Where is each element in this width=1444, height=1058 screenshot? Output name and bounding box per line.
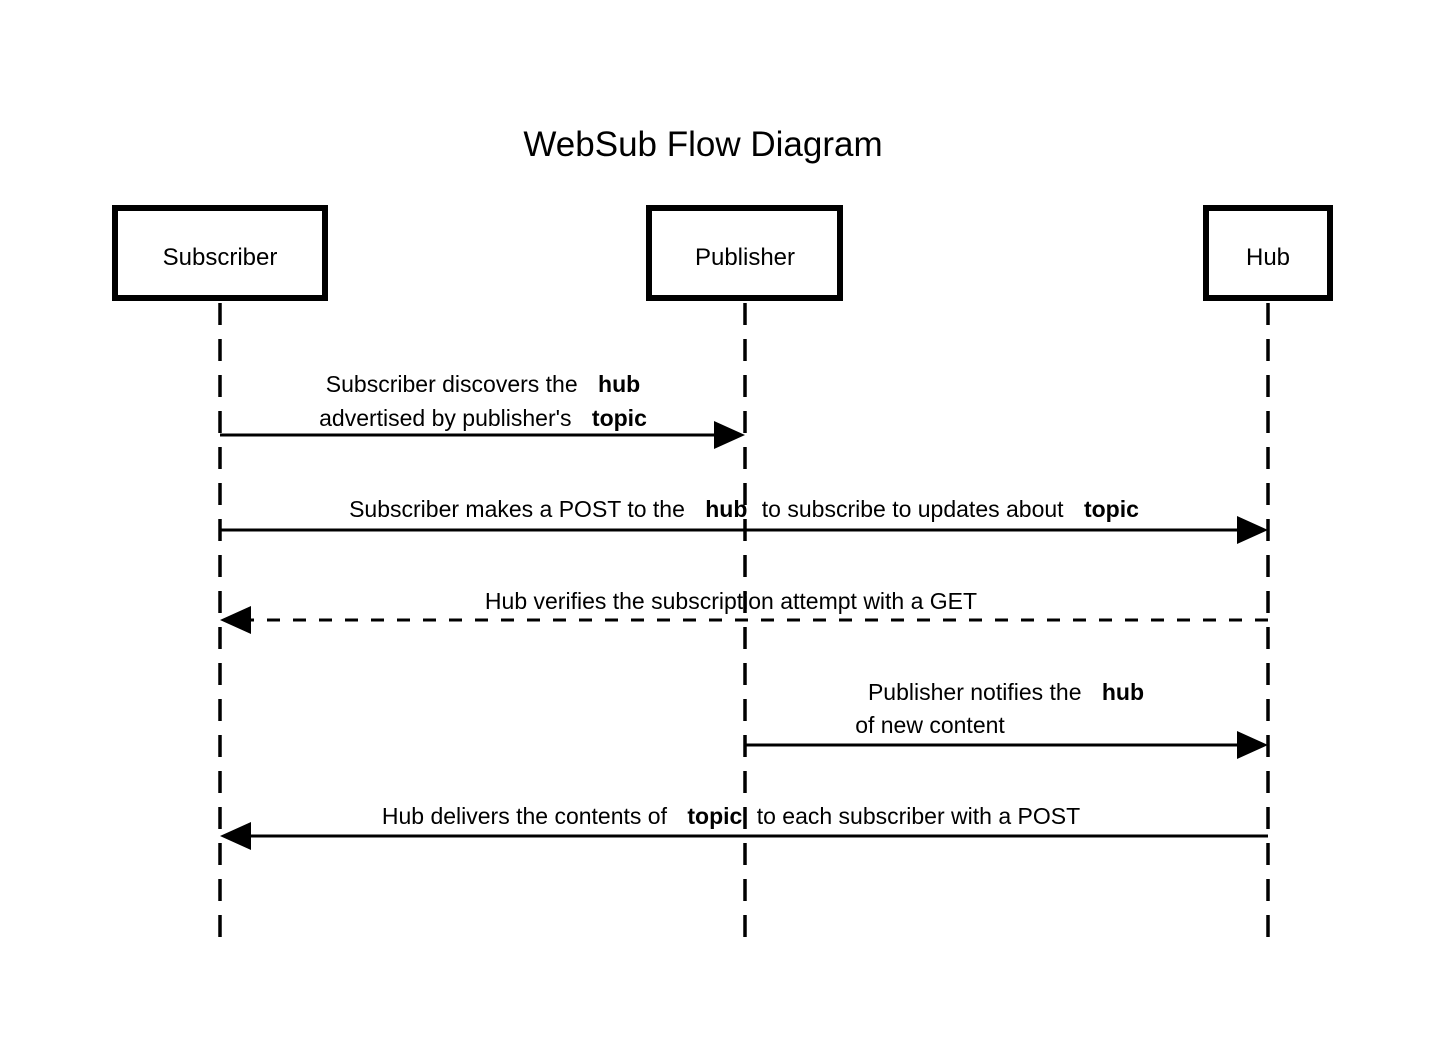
message-1-label-line1: Subscriber discovers the hub	[326, 371, 640, 397]
participant-publisher[interactable]: Publisher	[646, 205, 843, 301]
participant-label-hub: Hub	[1246, 244, 1290, 271]
message-1[interactable]: Subscriber discovers the hub advertised …	[220, 371, 745, 449]
participant-label-subscriber: Subscriber	[163, 244, 278, 271]
message-3-arrowhead-left	[220, 606, 251, 634]
message-3-text-plain-1: Hub verifies the subscription attempt wi…	[485, 588, 977, 614]
message-1-text-emphasis-2: topic	[592, 405, 647, 431]
participant-subscriber[interactable]: Subscriber	[112, 205, 328, 301]
participant-hub[interactable]: Hub	[1203, 205, 1333, 301]
participant-box-hub[interactable]	[1203, 205, 1333, 301]
message-5-text-plain-1: Hub delivers the contents of	[382, 803, 668, 829]
message-1-text-plain-1: Subscriber discovers the	[326, 371, 578, 397]
message-3-label: Hub verifies the subscription attempt wi…	[485, 588, 977, 614]
participant-label-publisher: Publisher	[695, 244, 795, 271]
message-1-arrowhead-right	[714, 421, 745, 449]
message-4-label-line2: of new content	[855, 712, 1005, 738]
message-5[interactable]: Hub delivers the contents of topic to ea…	[220, 803, 1268, 850]
message-4-label-line1: Publisher notifies the hub	[868, 679, 1144, 705]
message-2-text-plain-2: to subscribe to updates about	[762, 496, 1064, 522]
message-1-label-line2: advertised by publisher's topic	[319, 405, 647, 431]
message-2[interactable]: Subscriber makes a POST to the hub to su…	[220, 496, 1268, 544]
page-title: WebSub Flow Diagram	[523, 125, 882, 164]
message-1-text-plain-2: advertised by publisher's	[319, 405, 571, 431]
message-2-text-emphasis-1: hub	[705, 496, 747, 522]
participant-box-subscriber[interactable]	[112, 205, 328, 301]
participant-box-publisher[interactable]	[646, 205, 843, 301]
message-5-text-plain-2: to each subscriber with a POST	[757, 803, 1080, 829]
message-2-text-plain-1: Subscriber makes a POST to the	[349, 496, 685, 522]
message-5-arrowhead-left	[220, 822, 251, 850]
message-2-arrowhead-right	[1237, 516, 1268, 544]
message-3[interactable]: Hub verifies the subscription attempt wi…	[220, 588, 1268, 634]
message-1-text-emphasis-1: hub	[598, 371, 640, 397]
message-5-text-emphasis-1: topic	[687, 803, 742, 829]
message-4-arrowhead-right	[1237, 731, 1268, 759]
message-4-text-emphasis-1: hub	[1102, 679, 1144, 705]
message-5-label: Hub delivers the contents of topic to ea…	[382, 803, 1080, 829]
message-4-text-plain-2: of new content	[855, 712, 1005, 738]
message-2-label: Subscriber makes a POST to the hub to su…	[349, 496, 1139, 522]
message-4-text-plain-1: Publisher notifies the	[868, 679, 1082, 705]
message-4[interactable]: Publisher notifies the hub of new conten…	[745, 679, 1268, 759]
message-2-text-emphasis-2: topic	[1084, 496, 1139, 522]
